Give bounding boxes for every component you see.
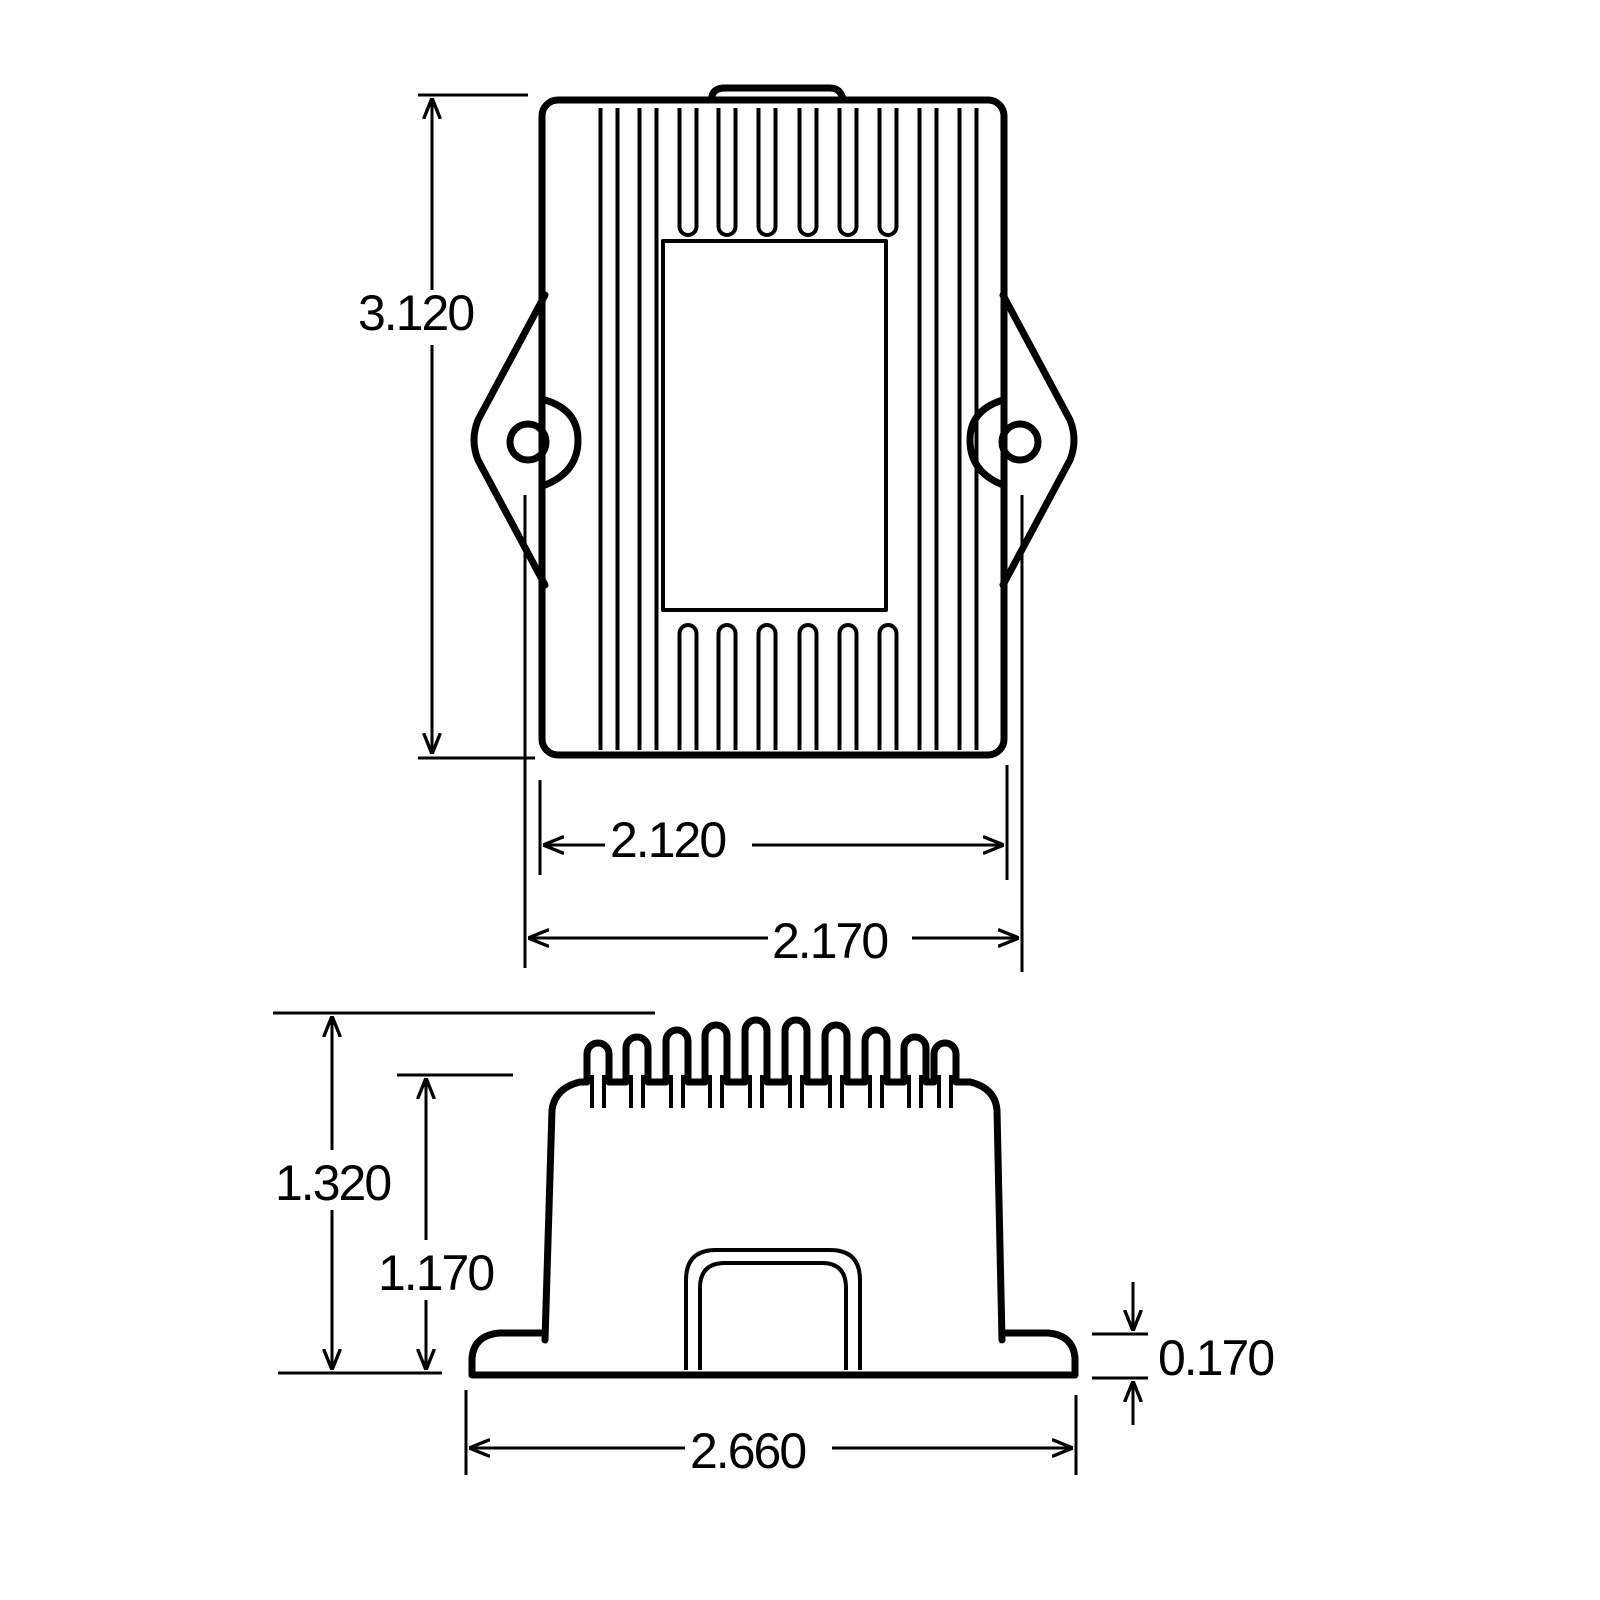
body-height-dimension-label: 1.170 [378,1245,493,1301]
fin-profile [576,1016,974,1086]
heat-sink-fins [576,1016,974,1108]
overall-width-dimension-label: 2.660 [690,1423,805,1479]
slot [877,623,899,750]
right-mount-ear [999,291,1078,589]
housing-body [541,1078,1006,1344]
flange-thickness-dimension-label: 0.170 [1158,1330,1273,1386]
side-view-dimensions: 1.320 1.170 0.170 2.660 [273,1011,1275,1479]
slot [716,623,738,750]
handle-inner [698,1261,848,1370]
top-view [470,84,1078,759]
overall-height-dimension-label: 1.320 [275,1155,390,1211]
outer-width-dimension-label: 2.170 [772,913,887,969]
inner-width-dimension-label: 2.120 [610,812,725,868]
left-mount-hole [506,420,550,464]
slot [837,623,859,750]
top-view-dimensions: 3.120 2.120 2.170 [358,93,1024,972]
slot [797,623,819,750]
right-ear-boss [966,396,1007,489]
slot [677,623,699,750]
top-tab [708,84,847,104]
left-ear-boss [541,396,582,489]
height-dimension-label: 3.120 [358,285,473,341]
slot [756,108,778,237]
slot [716,108,738,237]
base-flange [468,1329,1079,1379]
cooling-slots [598,108,979,750]
left-mount-ear [470,291,549,589]
slot [797,108,819,237]
housing-outline [538,96,1008,759]
slot [837,108,859,237]
label-window [661,239,888,612]
side-view [468,1016,1079,1379]
slot [756,623,778,750]
slot [677,108,699,237]
handle-outer [684,1248,862,1370]
slot [877,108,899,237]
